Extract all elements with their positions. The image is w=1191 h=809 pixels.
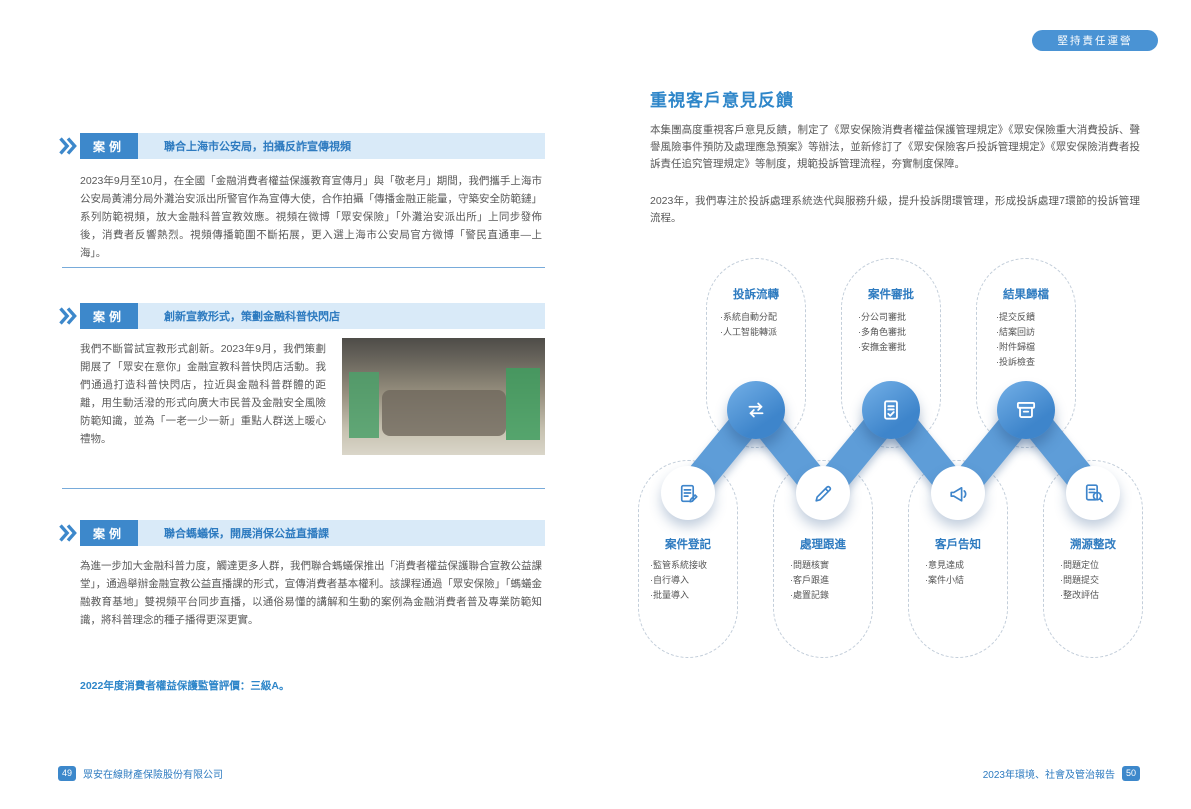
flow-item: ·附件歸檔 — [996, 342, 1035, 352]
right-footer: 2023年環境、社會及管治報告 50 — [983, 766, 1140, 781]
page-number-badge: 50 — [1121, 766, 1140, 781]
case-header-3: 案例 聯合螞蟻保，開展消保公益直播課 — [56, 520, 545, 546]
intro-paragraph: 本集團高度重視客戶意見反饋，制定了《眾安保險消費者權益保護管理規定》《眾安保險重… — [650, 124, 1140, 170]
page-number-badge: 49 — [58, 766, 77, 781]
flow-node-handle-followup — [796, 466, 850, 520]
chapter-tab-badge: 堅持責任運營 — [1032, 30, 1158, 51]
flow-item: ·問題定位 — [1060, 560, 1099, 570]
case-tag: 案例 — [80, 303, 138, 329]
flow-item: ·問題提交 — [1060, 575, 1099, 585]
register-doc-icon — [680, 484, 698, 502]
flow-capsule — [976, 258, 1076, 448]
photo-poster-left — [349, 372, 379, 438]
case-title: 創新宣教形式，策劃金融科普快閃店 — [138, 303, 545, 329]
flow-item: ·案件小結 — [925, 575, 964, 585]
flow-item: ·提交反饋 — [996, 312, 1035, 322]
transfer-arrows-icon — [748, 402, 764, 418]
flow-step-items: ·系統自動分配 ·人工智能轉派 — [720, 310, 810, 340]
double-chevron-icon — [56, 303, 80, 329]
flow-node-complaint-transfer — [727, 381, 785, 439]
flow-item: ·分公司審批 — [858, 312, 906, 322]
flow-item: ·批量導入 — [650, 590, 689, 600]
case-title: 聯合螞蟻保，開展消保公益直播課 — [138, 520, 545, 546]
flow-step-title: 案件審批 — [868, 289, 914, 301]
flow-item: ·監管系統接收 — [650, 560, 707, 570]
flow-item: ·整改評估 — [1060, 590, 1099, 600]
left-footer: 49 眾安在線財產保險股份有限公司 — [58, 766, 223, 781]
case-tag: 案例 — [80, 133, 138, 159]
flow-node-case-approval — [862, 381, 920, 439]
case-photo — [342, 338, 545, 455]
flow-node-customer-notify — [931, 466, 985, 520]
flow-step-items: ·意見達成 ·案件小結 — [925, 558, 1015, 588]
case-tag: 案例 — [80, 520, 138, 546]
flow-item: ·結案回訪 — [996, 327, 1035, 337]
flow-step-title: 結果歸檔 — [1003, 289, 1049, 301]
report-name: 2023年環境、社會及管治報告 — [982, 770, 1115, 781]
section-divider — [62, 267, 545, 268]
complaint-flow-diagram: 投訴流轉 ·系統自動分配 ·人工智能轉派 案件審批 ·分公司審批 ·多角色審批 … — [638, 252, 1143, 667]
flow-step-title: 客戶告知 — [935, 539, 981, 551]
flow-step-items: ·分公司審批 ·多角色審批 ·安撫金審批 — [858, 310, 948, 355]
search-doc-icon — [1085, 483, 1103, 502]
case-body-text: 為進一步加大金融科普力度，觸達更多人群，我們聯合螞蟻保推出「消費者權益保護聯合宣… — [80, 560, 542, 627]
flow-node-case-register — [661, 466, 715, 520]
flow-step-items: ·問題定位 ·問題提交 ·整改評估 — [1060, 558, 1150, 603]
flow-node-trace-rectify — [1066, 466, 1120, 520]
flow-step-title: 投訴流轉 — [733, 289, 779, 301]
flow-step-title: 案件登記 — [665, 539, 711, 551]
section-divider — [62, 488, 545, 489]
flow-step-items: ·提交反饋 ·結案回訪 ·附件歸檔 ·投訴檢查 — [996, 310, 1086, 370]
megaphone-icon — [949, 486, 966, 502]
flow-item: ·多角色審批 — [858, 327, 906, 337]
flow-item: ·問題核實 — [790, 560, 829, 570]
approval-doc-icon — [884, 400, 898, 420]
flow-item: ·客戶跟進 — [790, 575, 829, 585]
flow-item: ·安撫金審批 — [858, 342, 906, 352]
flow-capsule — [638, 460, 738, 658]
double-chevron-icon — [56, 520, 80, 546]
case-body-text: 2023年9月至10月，在全國「金融消費者權益保護教育宣傳月」與「敬老月」期間，… — [80, 175, 542, 260]
case-title: 聯合上海市公安局，拍攝反詐宣傳視頻 — [138, 133, 545, 159]
flow-item: ·自行導入 — [650, 575, 689, 585]
flow-step-items: ·監管系統接收 ·自行導入 ·批量導入 — [650, 558, 740, 603]
double-chevron-icon — [56, 133, 80, 159]
flow-item: ·人工智能轉派 — [720, 327, 777, 337]
archive-box-icon — [1016, 402, 1036, 418]
flow-item: ·意見達成 — [925, 560, 964, 570]
flow-item: ·系統自動分配 — [720, 312, 777, 322]
flow-node-result-archive — [997, 381, 1055, 439]
flow-step-title: 溯源整改 — [1070, 539, 1116, 551]
case-header-1: 案例 聯合上海市公安局，拍攝反詐宣傳視頻 — [56, 133, 545, 159]
regulatory-rating-note: 2022年度消費者權益保護監管評價：三級A。 — [80, 680, 290, 692]
flow-step-items: ·問題核實 ·客戶跟進 ·處置記錄 — [790, 558, 880, 603]
flow-step-title: 處理跟進 — [800, 539, 846, 551]
pencil-icon — [814, 485, 831, 502]
upgrade-paragraph: 2023年，我們專注於投訴處理系統迭代與服務升級，提升投訴閉環管理，形成投訴處理… — [650, 195, 1140, 224]
photo-poster-right — [506, 368, 540, 440]
flow-capsule — [773, 460, 873, 658]
case-header-2: 案例 創新宣教形式，策劃金融科普快閃店 — [56, 303, 545, 329]
flow-item: ·投訴檢查 — [996, 357, 1035, 367]
photo-crowd — [382, 390, 506, 436]
company-name: 眾安在線財產保險股份有限公司 — [83, 770, 224, 781]
case-body-text: 我們不斷嘗試宣教形式創新。2023年9月，我們策劃開展了「眾安在意你」金融宣教科… — [80, 343, 326, 446]
flow-item: ·處置記錄 — [790, 590, 829, 600]
page-title: 重視客戶意見反饋 — [650, 91, 794, 110]
